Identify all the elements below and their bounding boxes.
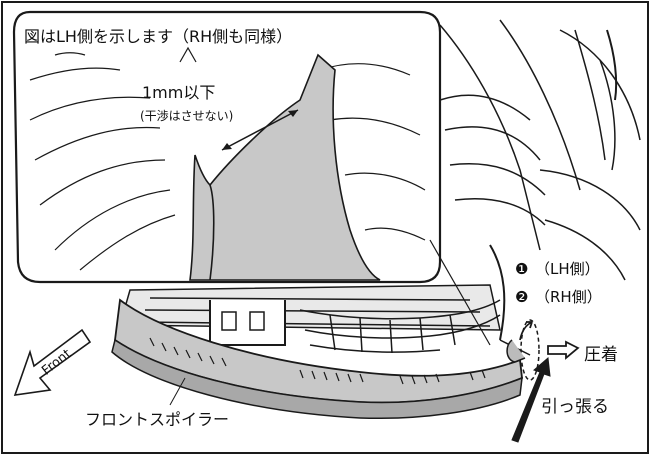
front-spoiler — [111, 298, 523, 420]
inset-note: 図はLH側を示します（RH側も同様） — [24, 27, 292, 46]
press-arrow — [547, 340, 580, 360]
step-1-marker: ❶ — [515, 260, 528, 278]
part-leader-line — [169, 377, 186, 406]
step-list: ❶ （LH側） ❷ （RH側） — [515, 260, 602, 306]
car-front-illustration — [119, 19, 641, 356]
press-label: 圧着 — [584, 345, 618, 365]
step-2-label: （RH側） — [535, 288, 602, 306]
clip-detail — [506, 319, 540, 381]
step-1-label: （LH側） — [535, 260, 600, 278]
step-arrow-up — [519, 321, 533, 341]
part-label: フロントスポイラー — [85, 410, 229, 429]
step-2-marker: ❷ — [515, 288, 528, 306]
gap-dimension-line — [221, 109, 299, 151]
gap-dimension-note: (干渉はさせない) — [140, 108, 233, 123]
inset-detail: 図はLH側を示します（RH側も同様） 1mm以下 (干渉はさせない) — [12, 10, 442, 284]
pull-label: 引っ張る — [541, 397, 609, 417]
inset-pointer — [429, 239, 491, 346]
pull-arrow — [511, 357, 551, 443]
gap-dimension-label: 1mm以下 — [142, 83, 215, 102]
